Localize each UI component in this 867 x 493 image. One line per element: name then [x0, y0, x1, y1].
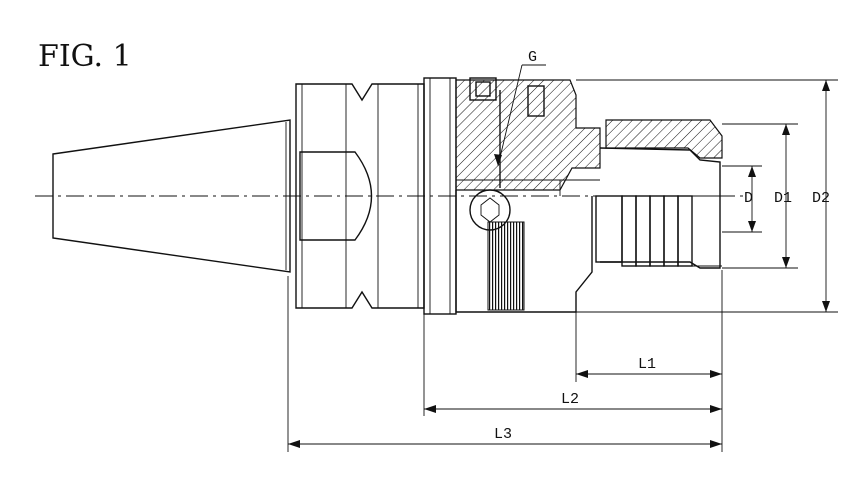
dimension-d-label: D — [744, 190, 753, 207]
dimension-d2-label: D2 — [812, 190, 830, 207]
dimension-l1: L1 — [576, 356, 722, 378]
g-callout: G — [494, 49, 546, 167]
dimension-l1-label: L1 — [638, 356, 656, 373]
dimension-d: D — [722, 165, 762, 233]
dimension-l3-label: L3 — [494, 426, 512, 443]
dimension-d1-label: D1 — [774, 190, 792, 207]
g-callout-label: G — [528, 49, 537, 66]
dimension-d2: D2 — [576, 79, 838, 313]
dimension-l3: L3 — [288, 426, 722, 448]
figure-title: FIG. 1 — [38, 39, 132, 74]
knurled-ring — [469, 189, 525, 311]
dimension-d1: D1 — [722, 123, 798, 269]
extension-lines — [287, 270, 723, 452]
dimension-l2: L2 — [424, 391, 722, 413]
collet — [595, 195, 722, 267]
dimension-l2-label: L2 — [561, 391, 579, 408]
clamping-nut — [599, 119, 723, 269]
